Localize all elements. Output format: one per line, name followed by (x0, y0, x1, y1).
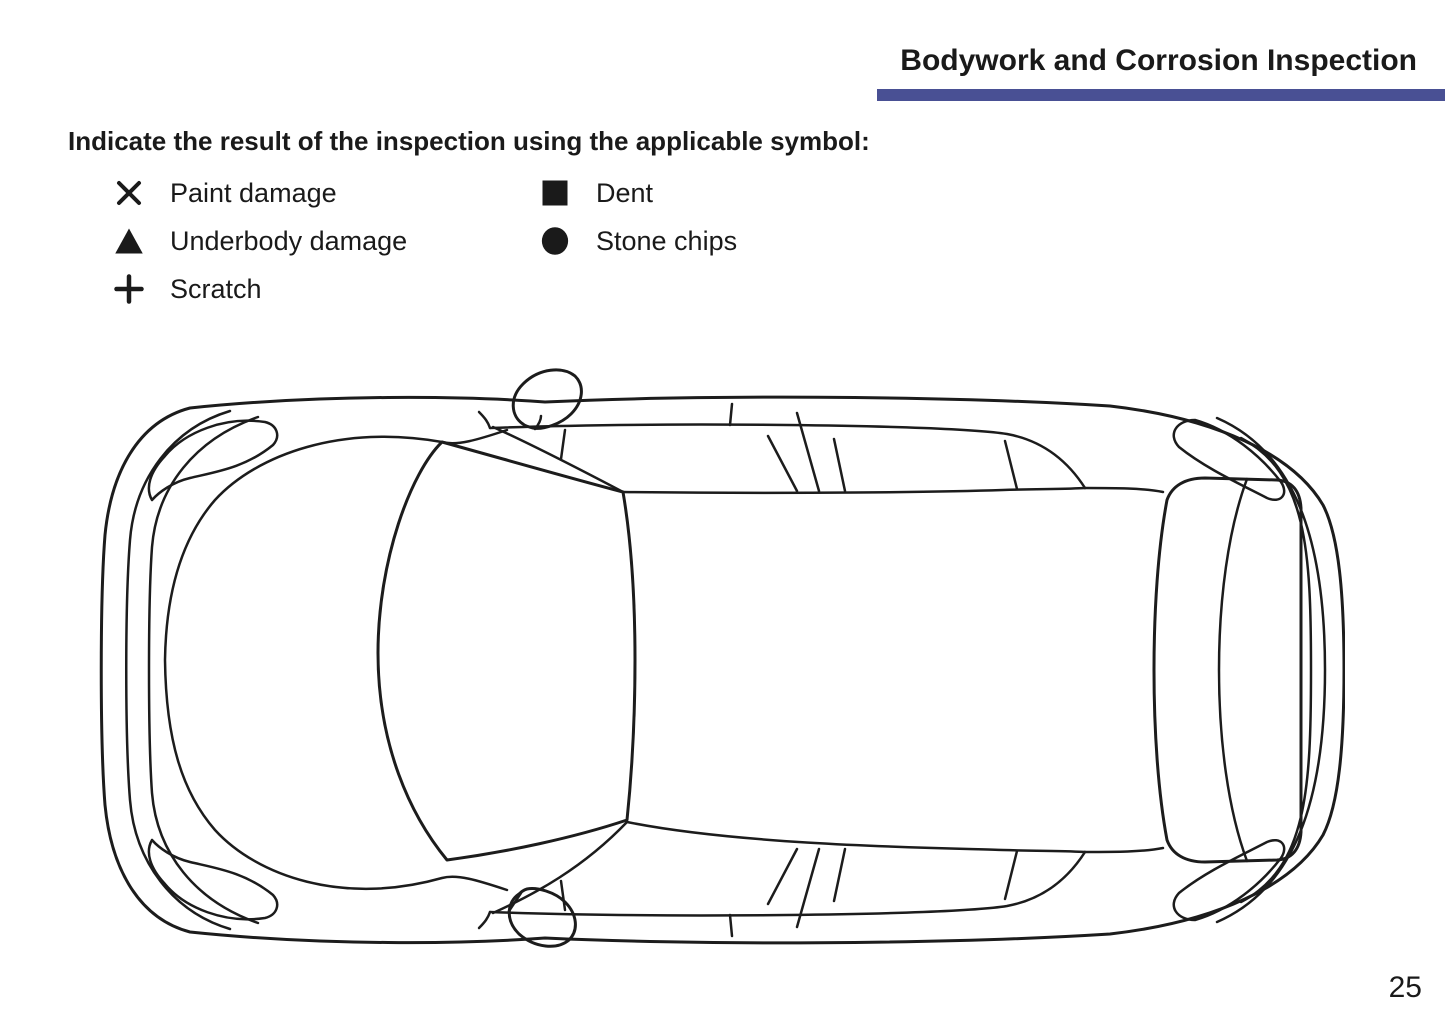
side-mirror-top (511, 368, 583, 430)
legend-item: Scratch (112, 265, 407, 313)
b-pillar-top-3 (832, 437, 847, 493)
body-edge-notch-bottom (477, 910, 492, 930)
side-mirror-top-stalk (533, 414, 543, 431)
hood-seam (163, 428, 509, 892)
tail-light-bottom-right (1172, 839, 1286, 922)
legend-label: Dent (596, 177, 654, 208)
instruction-text: Indicate the result of the inspection us… (68, 126, 870, 156)
body-edge-notch-top (477, 410, 492, 430)
door-seam-top (728, 402, 734, 427)
front-window-divider-top (559, 428, 567, 461)
roof-edge-top (621, 486, 1087, 495)
b-pillar-top-1 (766, 434, 799, 493)
tail-light-top-right (1172, 418, 1286, 501)
b-pillar-bottom-2 (795, 847, 821, 929)
front-bumper-line-1 (125, 409, 232, 931)
legend-label: Paint damage (170, 177, 337, 208)
x-mark-icon (112, 177, 146, 209)
legend-label: Scratch (170, 273, 262, 304)
a-pillar-top (491, 425, 625, 494)
a-pillar-bottom (491, 820, 629, 915)
c-pillar-bottom (1003, 849, 1019, 901)
page-number: 25 (1388, 971, 1422, 1004)
header-underline (877, 89, 1445, 101)
b-pillar-top-2 (795, 411, 821, 493)
car-top-view-diagram (95, 360, 1345, 960)
rear-bumper-line-2 (1239, 436, 1313, 904)
square-icon (538, 177, 572, 209)
quarter-seam-bottom (1083, 846, 1165, 854)
side-mirror-bottom-stalk (507, 891, 523, 913)
roof-edge-bottom (625, 820, 1087, 854)
rear-bumper-line-1 (1215, 416, 1327, 924)
legend-item: Paint damage (112, 169, 407, 217)
rear-hatch-outline (1152, 476, 1303, 864)
side-mirror-bottom (507, 887, 577, 948)
quarter-seam-top (1083, 486, 1165, 494)
circle-icon (538, 225, 572, 257)
rear-window-edge (1217, 477, 1249, 863)
front-bumper-line-2 (147, 415, 260, 925)
triangle-icon (112, 225, 146, 257)
legend-item: Dent (538, 169, 737, 217)
plus-icon (112, 273, 146, 305)
headlight-bottom-left (147, 838, 279, 921)
legend-item: Stone chips (538, 217, 737, 265)
window-sill-bottom (488, 850, 1087, 917)
legend-label: Underbody damage (170, 225, 408, 256)
b-pillar-bottom-3 (832, 847, 847, 903)
legend-item: Underbody damage (112, 217, 407, 265)
car-body-outline (99, 395, 1345, 945)
window-sill-top (488, 423, 1087, 490)
headlight-top-left (147, 419, 279, 502)
page-title: Bodywork and Corrosion Inspection (900, 44, 1417, 77)
windshield (376, 440, 637, 862)
legend-label: Stone chips (596, 225, 738, 256)
b-pillar-bottom-1 (766, 847, 799, 906)
front-window-divider-bottom (559, 879, 567, 912)
c-pillar-top (1003, 439, 1019, 491)
door-seam-bottom (728, 913, 734, 938)
